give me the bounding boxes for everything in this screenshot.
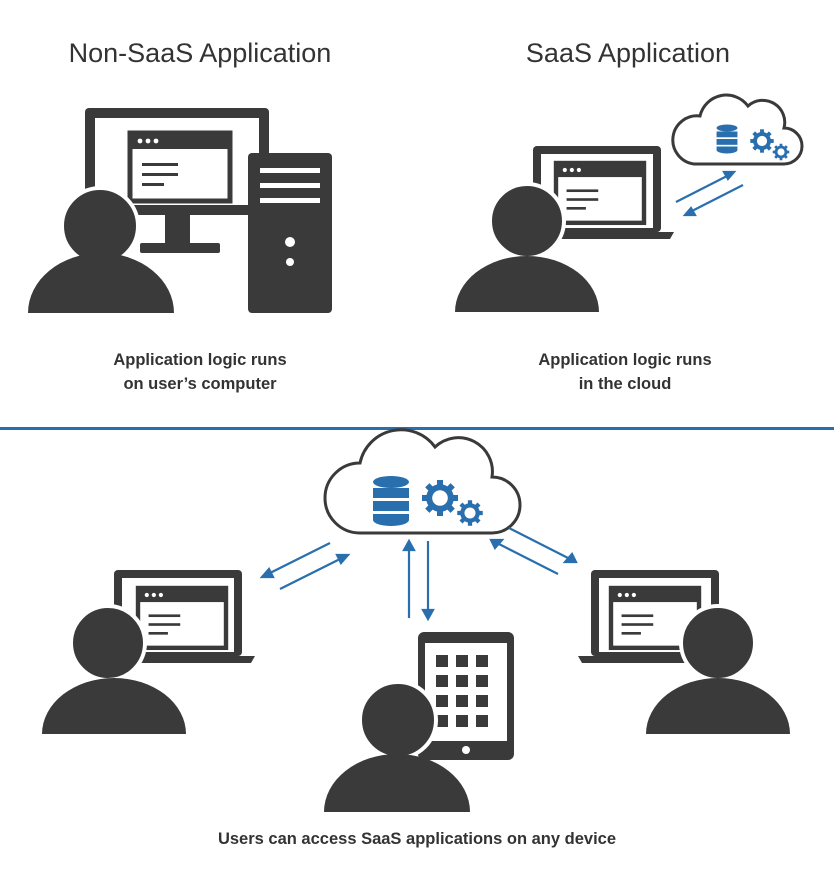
non-saas-caption: Application logic runs on user’s compute… <box>70 348 330 396</box>
app-window-icon <box>130 133 230 201</box>
laptop-user-left-icon <box>42 570 255 734</box>
section-divider <box>0 427 834 430</box>
caption-line: in the cloud <box>578 375 672 393</box>
tablet-user-icon <box>324 632 514 812</box>
saas-title: SaaS Application <box>525 38 731 68</box>
app-window-icon <box>556 163 644 223</box>
sync-arrows-icon <box>259 527 578 622</box>
caption-line: Application logic runs <box>113 351 287 369</box>
caption-line: Application logic runs <box>538 351 712 369</box>
caption-line: on user’s computer <box>123 375 277 393</box>
user-icon <box>455 182 599 312</box>
laptop-user-right-icon <box>578 570 790 734</box>
cloud-database-gears-icon <box>671 93 804 166</box>
non-saas-title: Non-SaaS Application <box>68 38 332 68</box>
user-icon <box>28 186 174 313</box>
bottom-caption: Users can access SaaS applications on an… <box>217 830 617 848</box>
saas-caption: Application logic runs in the cloud <box>495 348 755 396</box>
cloud-database-gears-icon <box>323 428 522 535</box>
sync-arrows-icon <box>675 170 744 217</box>
pc-tower-icon <box>248 153 332 313</box>
